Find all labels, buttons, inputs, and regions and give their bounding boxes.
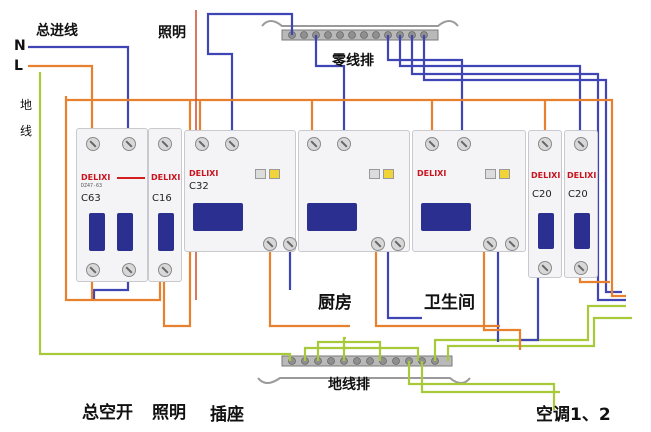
breaker-ac-2: DELIXI C20 (564, 130, 598, 278)
toggle-handle[interactable] (574, 213, 590, 249)
toggle-handle[interactable] (193, 203, 243, 231)
test-button[interactable] (485, 169, 496, 179)
neutral-line-label: N (14, 38, 26, 54)
toggle-handle[interactable] (307, 203, 357, 231)
breaker-brand: DELIXI (531, 171, 561, 180)
live-line-label: L (14, 58, 23, 74)
terminal-screw-icon (158, 263, 172, 277)
bathroom-label: 卫生间 (424, 293, 475, 313)
breaker-rating: C20 (568, 189, 588, 200)
terminal-screw-icon (371, 237, 385, 251)
breaker-main: DELIXI DZ47-63 C63 (76, 128, 148, 282)
terminal-screw-icon (263, 237, 277, 251)
terminal-screw-icon (86, 263, 100, 277)
test-button[interactable] (369, 169, 380, 179)
test-button[interactable] (255, 169, 266, 179)
breaker-brand: DELIXI (151, 173, 181, 182)
terminal-screw-icon (391, 237, 405, 251)
lighting-label: 照明 (152, 403, 186, 423)
terminal-screw-icon (307, 137, 321, 151)
breaker-model: DZ47-63 (81, 183, 103, 189)
terminal-screw-icon (86, 137, 100, 151)
ground-wire-label-1: 地 (20, 98, 33, 112)
toggle-handle[interactable] (89, 213, 105, 251)
terminal-screw-icon (122, 137, 136, 151)
toggle-handle[interactable] (158, 213, 174, 251)
breaker-brand: DELIXI (417, 169, 447, 178)
toggle-handle[interactable] (117, 213, 133, 251)
ground-bar-label: 地线排 (328, 377, 370, 393)
breaker-lighting: DELIXI C16 (148, 128, 182, 282)
terminal-screw-icon (538, 137, 552, 151)
terminal-screw-icon (483, 237, 497, 251)
terminal-screw-icon (425, 137, 439, 151)
toggle-handle[interactable] (421, 203, 471, 231)
terminal-screw-icon (574, 261, 588, 275)
test-button[interactable] (383, 169, 394, 179)
breaker-rating: C63 (81, 193, 101, 204)
terminal-screw-icon (195, 137, 209, 151)
breaker-brand: DELIXI (189, 169, 219, 178)
toggle-handle[interactable] (538, 213, 554, 249)
breaker-rating: C16 (152, 193, 172, 204)
ground-wire-label-2: 线 (20, 124, 33, 138)
ground-wires (38, 72, 632, 410)
red-stripe (117, 177, 145, 179)
terminal-screw-icon (122, 263, 136, 277)
breaker-brand: DELIXI (81, 173, 111, 182)
terminal-screw-icon (283, 237, 297, 251)
lighting-top-label: 照明 (158, 25, 186, 41)
ac-label: 空调1、2 (536, 405, 611, 425)
breaker-brand: DELIXI (567, 171, 597, 180)
neutral-bus-bar (261, 20, 459, 41)
breaker-bathroom-rcd: DELIXI (412, 130, 526, 252)
terminal-screw-icon (538, 261, 552, 275)
terminal-screw-icon (574, 137, 588, 151)
terminal-screw-icon (337, 137, 351, 151)
terminal-screw-icon (225, 137, 239, 151)
test-button[interactable] (269, 169, 280, 179)
breaker-rating: C32 (189, 181, 209, 192)
terminal-screw-icon (158, 137, 172, 151)
breaker-socket-rcd: DELIXI C32 (184, 130, 297, 252)
test-button[interactable] (499, 169, 510, 179)
main-switch-label: 总空开 (82, 403, 133, 423)
breaker-rating: C20 (532, 189, 552, 200)
socket-label: 插座 (210, 405, 244, 425)
main-incoming-label: 总进线 (36, 23, 78, 39)
breaker-ac-1: DELIXI C20 (528, 130, 562, 278)
kitchen-label: 厨房 (318, 293, 352, 313)
terminal-screw-icon (457, 137, 471, 151)
neutral-bar-label: 零线排 (332, 53, 374, 69)
breaker-kitchen-rcd (298, 130, 410, 252)
terminal-screw-icon (505, 237, 519, 251)
